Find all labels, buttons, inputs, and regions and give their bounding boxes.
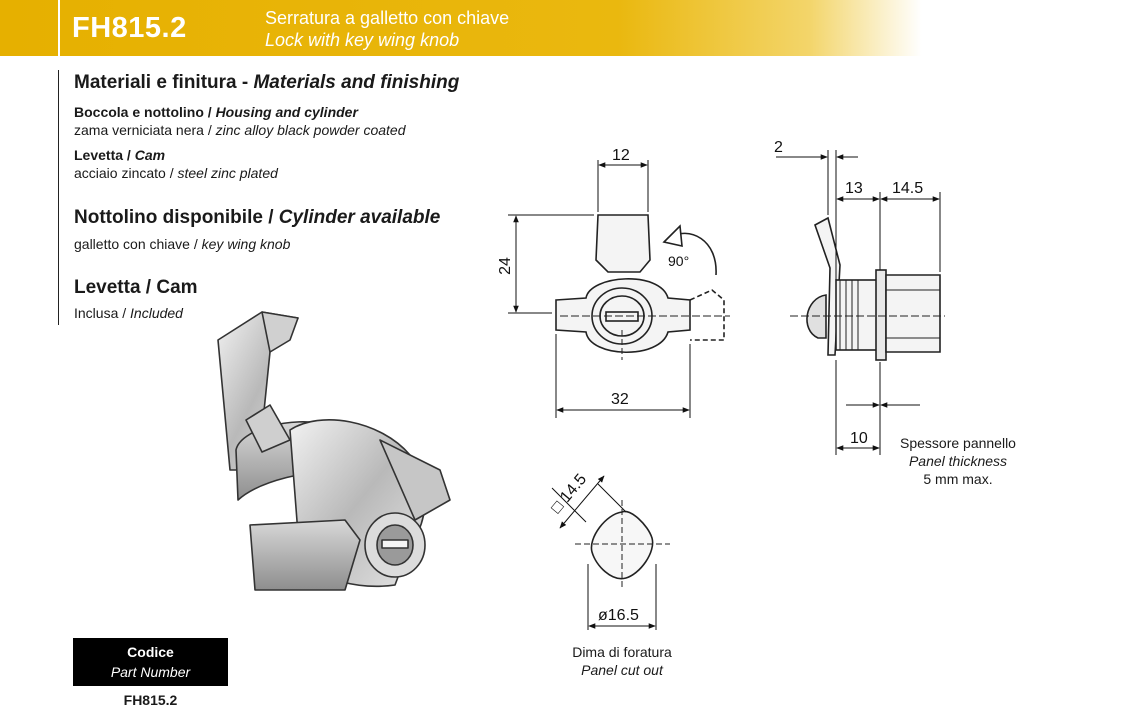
product-title-en: Lock with key wing knob — [265, 30, 460, 50]
materials-heading: Materiali e finitura - Materials and fin… — [74, 72, 460, 93]
left-vertical-rule — [58, 70, 59, 325]
dim-32: 32 — [611, 391, 629, 408]
cam-value: acciaio zincato / steel zinc plated — [74, 165, 278, 181]
panel-cutout-label: Dima di foratura Panel cut out — [572, 644, 672, 678]
side-view-dimensions — [776, 150, 941, 455]
dim-2: 2 — [774, 139, 783, 156]
cutout-dimensions — [551, 475, 657, 630]
part-number-label-it: Codice — [127, 644, 174, 660]
header-divider — [58, 0, 60, 56]
dim-13: 13 — [845, 180, 863, 197]
housing-value: zama verniciata nera / zinc alloy black … — [74, 122, 406, 138]
dim-12: 12 — [612, 147, 630, 164]
panel-cutout — [575, 500, 670, 590]
side-view — [790, 216, 945, 361]
cam-heading: Levetta / Cam — [74, 277, 198, 298]
header-band: FH815.2 Serratura a galletto con chiave … — [0, 0, 1124, 56]
front-view-dimensions — [508, 160, 691, 418]
dim-diameter-16-5: ø16.5 — [598, 607, 639, 624]
product-title-it: Serratura a galletto con chiave — [265, 8, 510, 28]
cam-label: Levetta / Cam — [74, 147, 166, 163]
housing-label: Boccola e nottolino / Housing and cylind… — [74, 104, 358, 120]
cylinder-value: galletto con chiave / key wing knob — [74, 236, 291, 252]
front-view — [555, 214, 730, 360]
dim-14-5: 14.5 — [892, 180, 923, 197]
panel-thickness-label: Spessore pannello Panel thickness 5 mm m… — [900, 435, 1016, 487]
dim-square-14-5: □ 14.5 — [548, 471, 590, 517]
product-3d-render — [217, 311, 451, 591]
cylinder-heading: Nottolino disponibile / Cylinder availab… — [74, 207, 441, 228]
rotation-90: 90° — [668, 253, 689, 269]
dim-24: 24 — [497, 257, 514, 275]
cam-included: Inclusa / Included — [74, 305, 183, 321]
part-number-label-en: Part Number — [110, 664, 191, 680]
dim-10: 10 — [850, 430, 868, 447]
product-code: FH815.2 — [72, 12, 187, 44]
part-number-box: Codice Part Number — [73, 638, 228, 686]
part-number-value: FH815.2 — [123, 692, 178, 708]
